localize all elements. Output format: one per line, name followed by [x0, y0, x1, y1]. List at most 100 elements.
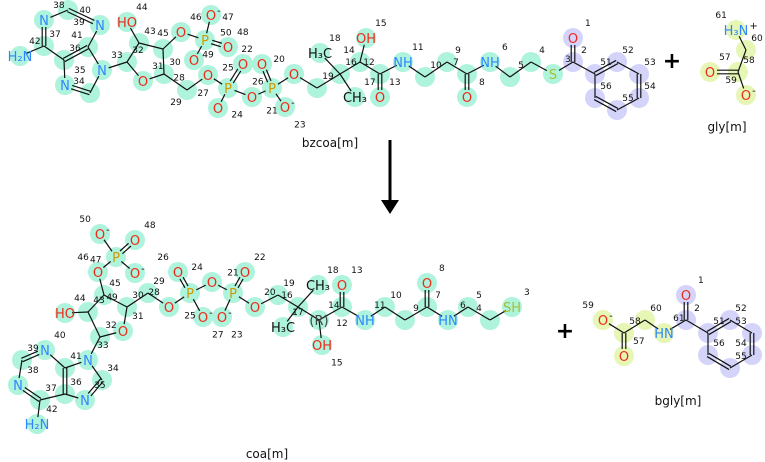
atom-highlight — [180, 283, 200, 303]
atom-highlight — [27, 414, 47, 434]
bond — [87, 46, 99, 65]
atom-bzcoa-50: O- — [206, 6, 221, 24]
atom-number: 27 — [197, 89, 208, 99]
bond — [370, 306, 386, 317]
atom-label: O — [138, 75, 148, 90]
bond — [162, 48, 165, 75]
bond — [404, 306, 428, 321]
double-bond — [234, 276, 241, 287]
bond — [359, 61, 381, 75]
bond — [163, 73, 188, 91]
bond — [102, 261, 112, 268]
atom-number: 11 — [374, 301, 385, 311]
atom-number: 56 — [600, 82, 612, 92]
atom-number: 36 — [70, 378, 82, 388]
molecule-name-bzcoa: bzcoa[m] — [302, 136, 358, 150]
bond — [103, 239, 113, 252]
atom-label: N — [80, 394, 90, 409]
atom-number: 51 — [600, 58, 611, 68]
atom-number: 59 — [725, 76, 737, 86]
atom-number: 52 — [735, 304, 746, 314]
bond — [318, 306, 343, 321]
atom-bzcoa-44: HO — [117, 16, 137, 31]
atom-number: 41 — [70, 352, 81, 362]
atom-highlight — [113, 321, 133, 341]
bond — [685, 319, 709, 334]
bond — [87, 294, 105, 313]
atom-highlight — [10, 46, 30, 66]
atom-number: 12 — [363, 58, 374, 68]
bond — [729, 354, 753, 369]
double-bond — [593, 99, 617, 113]
atom-number: 45 — [109, 279, 120, 289]
atom-coa-35: N — [80, 394, 90, 409]
atom-label: O — [238, 58, 248, 73]
atom-coa-8: O — [422, 277, 432, 292]
plus-sign-reactants: + — [663, 49, 681, 74]
atom-coa-27: O- — [198, 308, 213, 326]
atom-highlight — [92, 60, 112, 80]
bond — [26, 45, 45, 54]
atom-number: 51 — [713, 317, 724, 327]
double-bond — [595, 63, 619, 77]
bond — [192, 298, 201, 312]
atom-number: 15 — [331, 358, 342, 368]
atom-coa-48: O — [130, 234, 140, 249]
atom-number: 32 — [105, 321, 116, 331]
atom-number: 40 — [54, 331, 66, 341]
atom-charge: - — [141, 264, 145, 275]
atom-bzcoa-42: H₂N — [8, 50, 33, 65]
bond — [213, 78, 223, 85]
atom-charge: - — [209, 308, 213, 319]
molecule-name-gly: gly[m] — [707, 120, 746, 134]
bond — [63, 59, 66, 79]
double-bond — [262, 70, 269, 83]
atom-label: S — [549, 68, 557, 83]
atom-number: 1 — [698, 276, 704, 286]
atom-label: H₃C — [271, 321, 295, 336]
atom-coa-3: SH — [503, 301, 521, 316]
atom-coa-25: P — [186, 287, 194, 302]
bond — [108, 61, 128, 69]
atom-number: 50 — [220, 28, 232, 38]
atom-label: O — [203, 69, 213, 84]
atom-number: 6 — [502, 43, 508, 53]
atom-charge: - — [228, 308, 232, 319]
bond — [616, 61, 640, 75]
bond — [453, 306, 469, 317]
atom-highlight — [55, 75, 75, 95]
bond — [572, 61, 596, 75]
atom-number: 7 — [453, 58, 459, 68]
bond — [90, 336, 101, 355]
atom-number: 23 — [231, 330, 242, 340]
bond — [103, 294, 128, 308]
atom-number: 55 — [735, 352, 746, 362]
atom-highlight — [55, 303, 75, 323]
atom-label: O — [189, 54, 199, 69]
atom-number: 61 — [673, 314, 684, 324]
bond — [286, 306, 299, 322]
bond — [162, 36, 177, 50]
molecule-name-coa: coa[m] — [246, 447, 288, 461]
atom-bzcoa-15: OH — [356, 32, 376, 47]
atom-bzcoa-1: O — [568, 32, 578, 47]
atom-charge: - — [752, 86, 756, 97]
bond — [738, 35, 747, 51]
bond — [489, 310, 507, 321]
atom-label: N — [39, 14, 49, 29]
atom-highlight — [8, 375, 28, 395]
atom-number: 31 — [132, 312, 143, 322]
atom-coa-31: O — [118, 325, 128, 340]
atom-number: 20 — [273, 55, 285, 65]
atom-highlight — [614, 346, 634, 366]
atom-bzcoa-28: O — [189, 54, 199, 69]
atom-number: 29 — [170, 98, 182, 108]
atom-label: HN — [654, 327, 674, 342]
atom-number: 33 — [97, 341, 108, 351]
atom-highlight — [312, 335, 332, 355]
bond — [99, 278, 105, 296]
atom-number: 49 — [202, 50, 214, 60]
atom-highlight — [457, 87, 477, 107]
bond — [234, 89, 246, 96]
atom-highlight — [235, 262, 255, 282]
